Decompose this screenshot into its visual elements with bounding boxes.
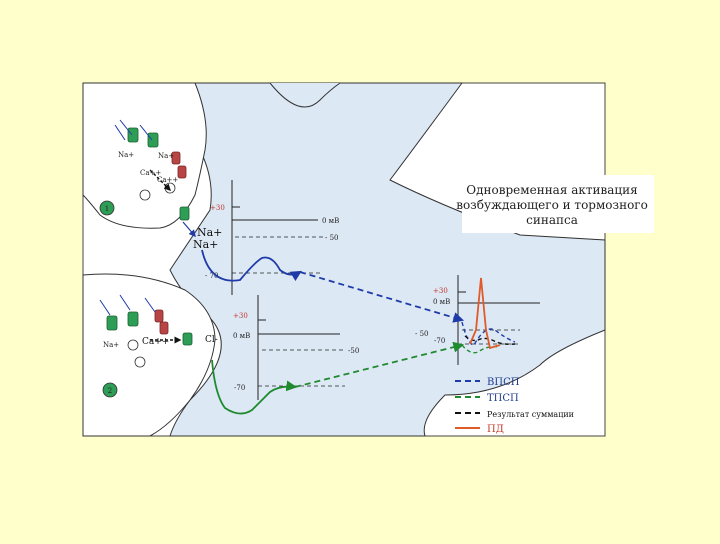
terminal-2-channels (99, 294, 193, 368)
terminal-1-channels (114, 119, 196, 238)
scale-1-plus30: +30 (210, 204, 225, 212)
na-channel-icon (127, 311, 139, 327)
legend-ipsp-label: ТПСП (487, 393, 519, 404)
legend-sum-label: Результат суммации (487, 410, 574, 419)
ipsp-propagation (294, 341, 465, 388)
epsp-propagation (299, 271, 465, 323)
ipsp-curve (211, 359, 298, 415)
ion-ca-top-1: Ca++ (140, 169, 161, 177)
dendrite-top (269, 82, 341, 108)
title-line-2: возбуждающего и тормозного (456, 198, 648, 212)
ca-channel-icon (171, 151, 181, 165)
scale-1-zero: 0 мВ (322, 217, 339, 225)
marker-two-label: 2 (108, 387, 112, 395)
legend (455, 380, 480, 429)
scale-3-minus70: -70 (434, 337, 445, 345)
scale-1 (231, 180, 325, 295)
title-line-3: синапса (526, 213, 578, 227)
legend-ap-label: ПД (487, 424, 504, 435)
ion-na-mid-2: Na+ (193, 238, 218, 251)
vesicle-icon (127, 339, 139, 351)
ion-arrows-icon (99, 294, 156, 316)
scale-3-plus30: +30 (433, 287, 448, 295)
ion-ca-top-2: Ca++ (157, 176, 178, 184)
ion-arrows-icon (114, 119, 153, 141)
scale-1-minus70: - 70 (205, 272, 219, 280)
ion-na-mid-1: Na+ (197, 226, 222, 239)
action-potential-trace (469, 277, 501, 350)
vesicle-icon (164, 182, 176, 194)
summation-epsp-trace (461, 321, 516, 346)
scale-2-minus50: -50 (348, 347, 359, 355)
na-channel-icon (106, 315, 118, 331)
ion-na-top-1: Na+ (118, 151, 134, 159)
scale-2 (257, 295, 345, 400)
epsp-curve (201, 249, 302, 282)
marker-two (102, 382, 118, 398)
ion-cl-bot: Cl- (205, 335, 218, 345)
title-box (462, 175, 654, 233)
transmitter-arrow-icon (149, 169, 171, 191)
vesicle-icon (139, 189, 151, 201)
postsynaptic-neuron (169, 82, 606, 437)
ca-channel-icon (159, 321, 169, 335)
ion-ca-bot: Ca++ (142, 337, 169, 347)
na-influx-arrow-icon (182, 221, 196, 238)
scale-3-zero: 0 мВ (433, 298, 450, 306)
scale-3-minus50: - 50 (415, 330, 429, 338)
scale-1-minus50: - 50 (325, 234, 339, 242)
receptor-icon (182, 332, 193, 346)
presynaptic-terminal-2 (82, 273, 216, 437)
scale-2-plus30: +30 (233, 312, 248, 320)
ca-channel-icon (177, 165, 187, 179)
na-channel-icon (127, 127, 139, 143)
na-channel-icon (147, 132, 159, 148)
ion-na-bot: Na+ (103, 341, 119, 349)
scale-2-zero: 0 мВ (233, 332, 250, 340)
vesicle-icon (134, 356, 146, 368)
ca-channel-icon (154, 309, 164, 323)
marker-one (99, 200, 115, 216)
title-line-1: Одновременная активация (466, 183, 637, 197)
receptor-icon (179, 206, 190, 221)
scale-2-minus70: -70 (234, 384, 245, 392)
marker-one-label: 1 (105, 205, 109, 213)
legend-epsp-label: ВПСП (487, 377, 520, 388)
ion-na-top-2: Na+ (158, 152, 174, 160)
